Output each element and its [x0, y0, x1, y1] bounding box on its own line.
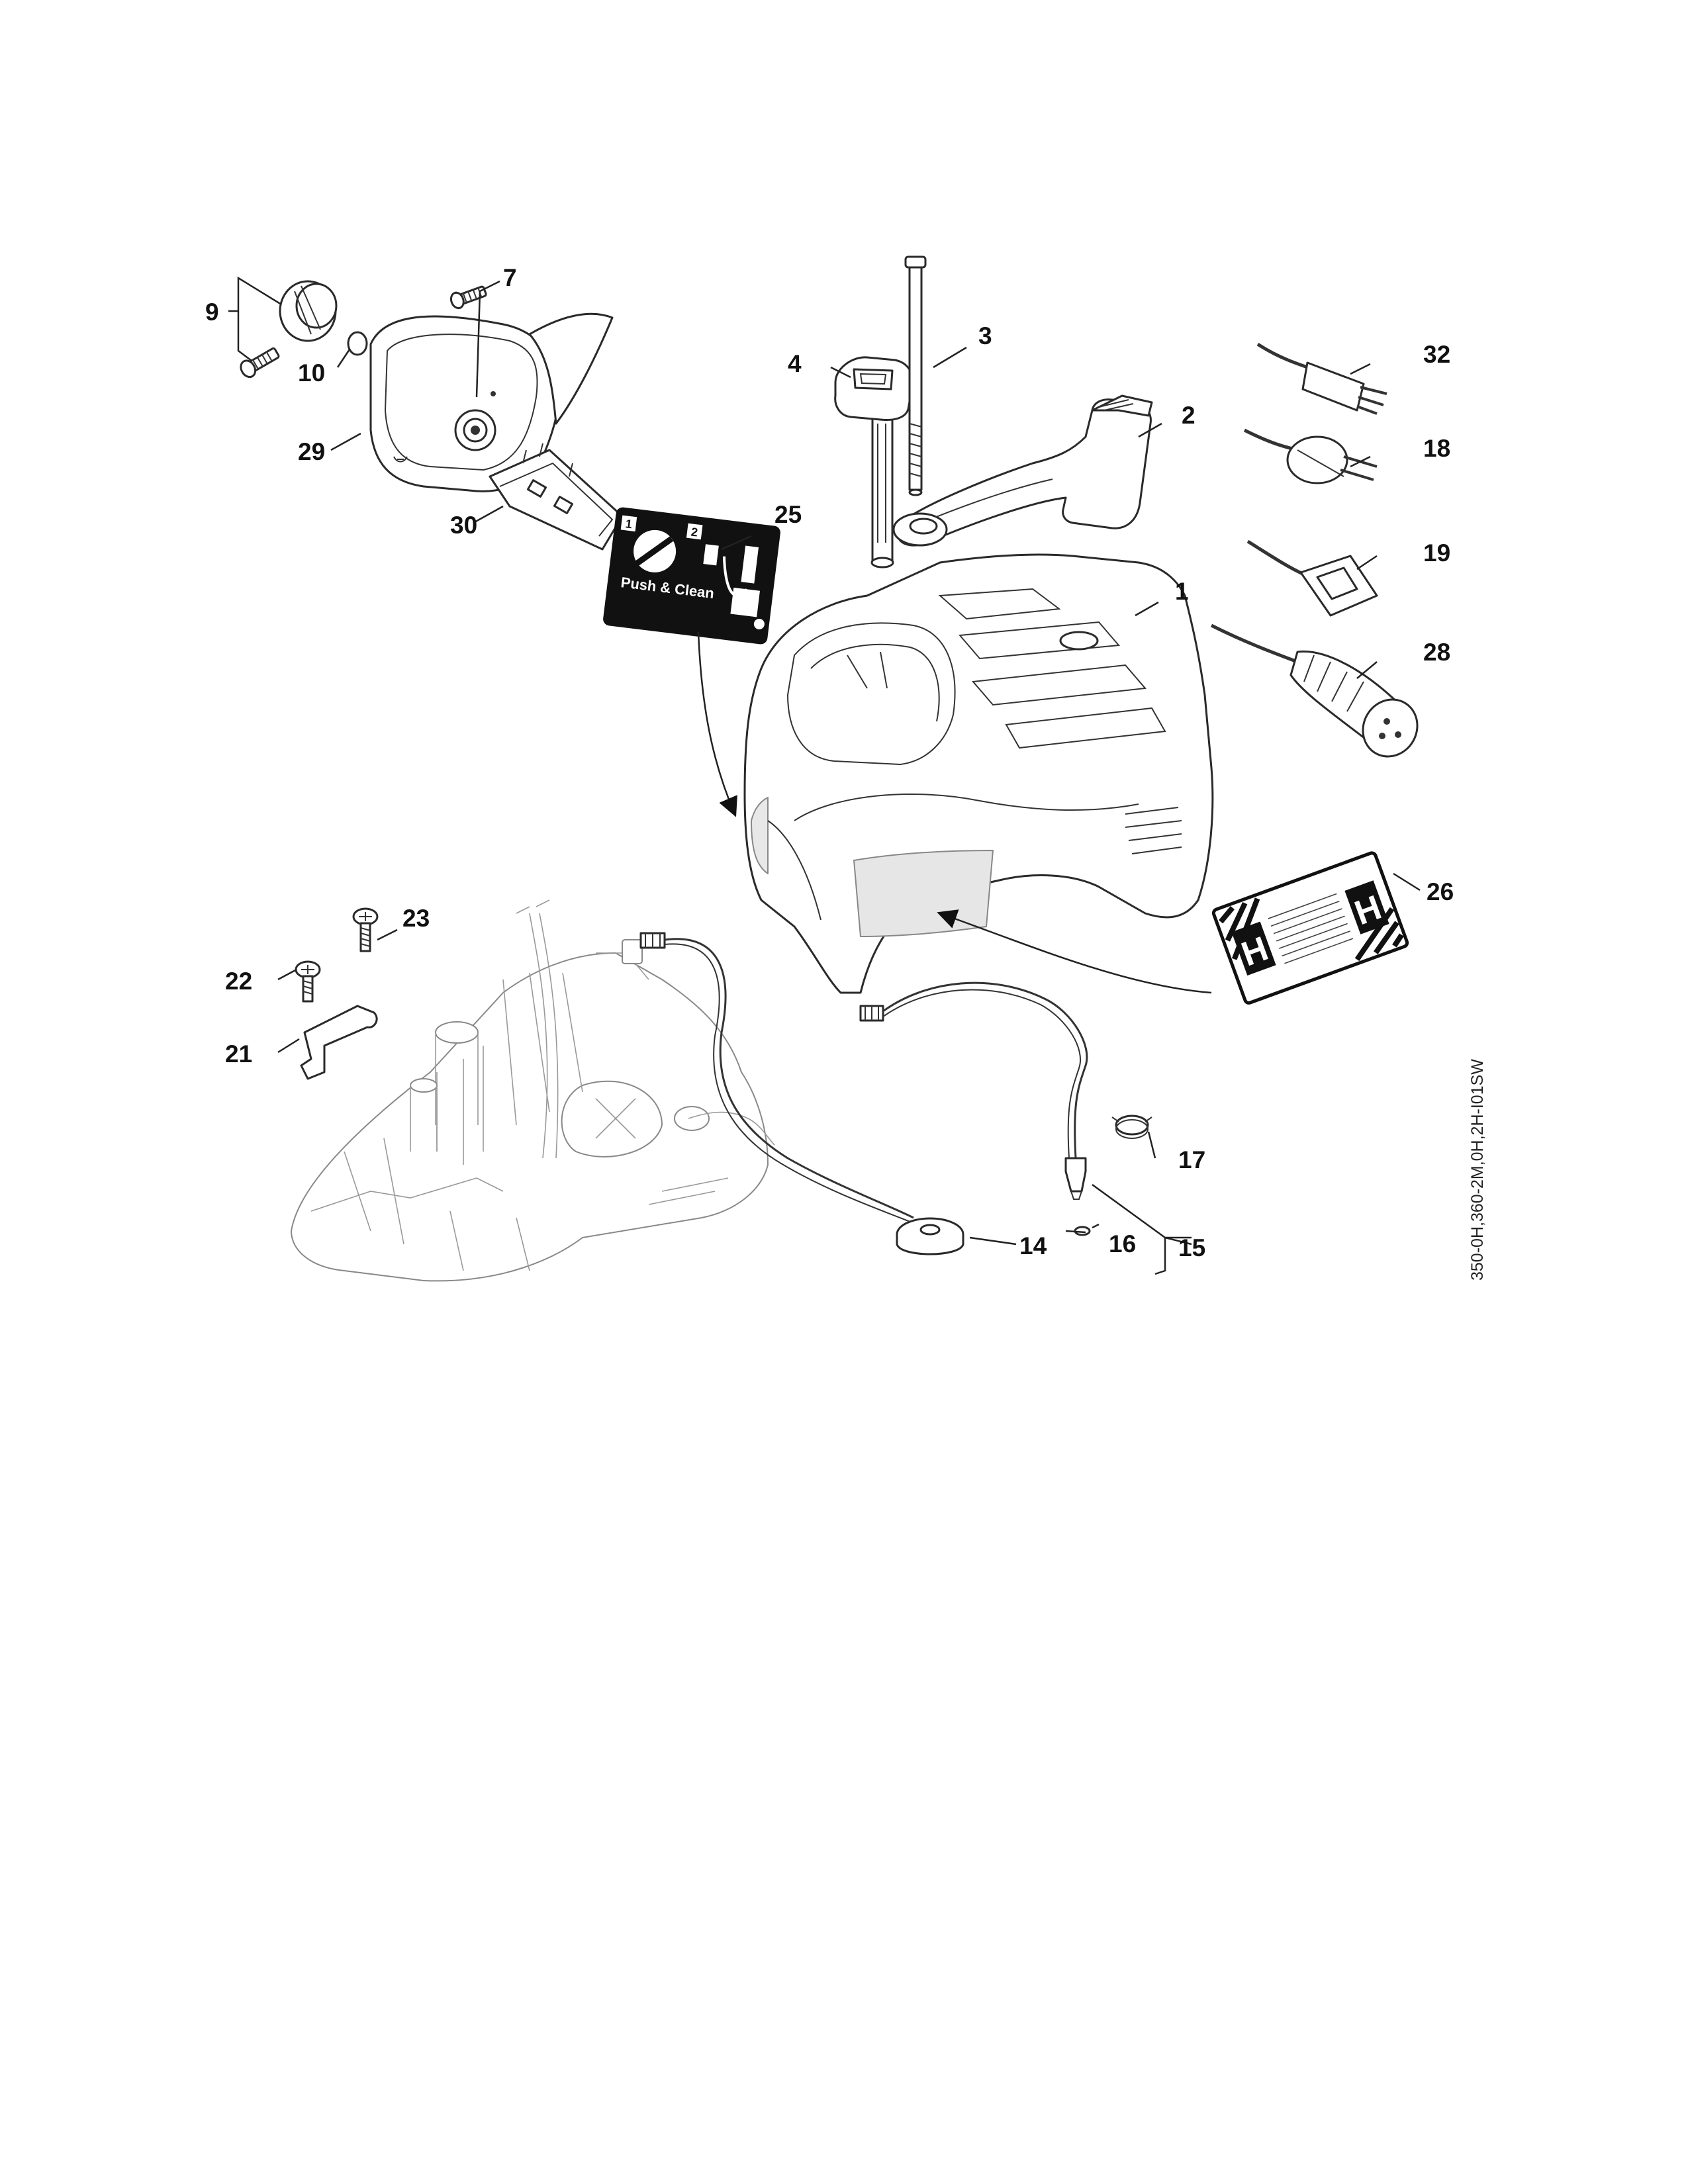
part-25-push-clean-decal: 1 2 Push & Clean — [603, 507, 780, 645]
callout-26: 26 — [1427, 878, 1454, 905]
part-17-hose-clip — [1111, 1115, 1152, 1139]
callout-3: 3 — [978, 322, 992, 349]
part-22-screw — [295, 960, 321, 1003]
callout-4: 4 — [788, 350, 802, 377]
callout-7: 7 — [503, 264, 517, 291]
callout-14: 14 — [1019, 1232, 1047, 1259]
part-2-carry-handle — [892, 394, 1153, 547]
callout-labels: 9 10 7 29 30 25 4 3 2 1 32 18 19 28 26 2… — [205, 264, 1454, 1261]
callout-2: 2 — [1182, 402, 1196, 429]
callout-25: 25 — [774, 501, 802, 528]
callout-16: 16 — [1109, 1230, 1136, 1257]
callout-28: 28 — [1423, 639, 1450, 666]
callout-23: 23 — [402, 905, 430, 932]
decal-25-step-1: 1 — [625, 517, 633, 531]
callout-17: 17 — [1178, 1146, 1205, 1173]
callout-10: 10 — [298, 359, 325, 387]
base-housing — [291, 899, 775, 1282]
callout-21: 21 — [225, 1040, 252, 1068]
part-18-power-cord-plug — [1243, 428, 1378, 484]
part-21-bracket — [300, 1005, 378, 1080]
part-28-power-cord-plug — [1210, 623, 1419, 758]
part-32-power-cord-plug — [1256, 342, 1387, 415]
part-4-handle-post — [834, 356, 914, 569]
part-10-o-ring — [347, 331, 368, 356]
callout-30: 30 — [450, 512, 477, 539]
callout-1: 1 — [1175, 578, 1189, 605]
part-30-switch — [489, 443, 624, 551]
callout-29: 29 — [298, 438, 325, 465]
callout-32: 32 — [1423, 341, 1450, 368]
callout-18: 18 — [1423, 435, 1450, 462]
part-23-screw — [352, 907, 379, 952]
part-1-main-hood — [743, 553, 1214, 994]
part-7-screw — [449, 285, 487, 310]
leader-lines — [228, 276, 1421, 1275]
part-29-control-panel — [369, 312, 614, 492]
callout-9: 9 — [205, 298, 219, 326]
part-9-cap-and-screw — [240, 280, 338, 379]
decal-25-step-2: 2 — [690, 525, 698, 539]
part-19-power-cord-plug — [1246, 539, 1378, 617]
callout-15: 15 — [1178, 1234, 1205, 1261]
part-3-long-bolt — [904, 255, 927, 496]
part-15-cable-sensor — [859, 981, 1088, 1200]
part-26-h-decal: H H — [1211, 851, 1409, 1005]
part-14-sensor — [639, 932, 964, 1255]
callout-19: 19 — [1423, 539, 1450, 567]
diagram-reference-code: 350-0H,360-2M,0H,2H-I01SW — [1468, 1059, 1487, 1281]
callout-22: 22 — [225, 968, 252, 995]
